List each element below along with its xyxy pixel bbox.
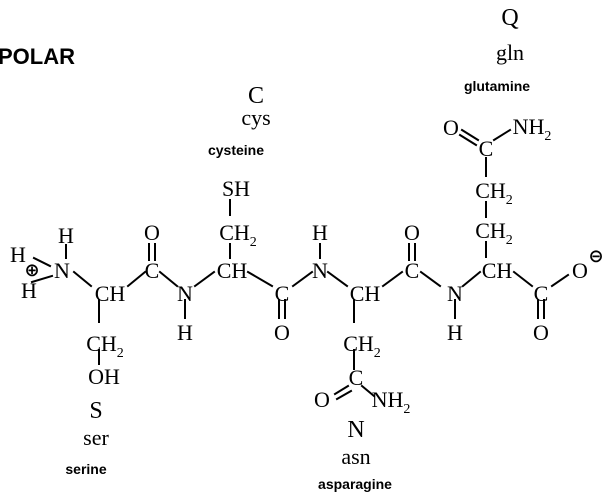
gln-three-letter: gln [496,40,524,65]
atom-ch2: CH2 [86,331,124,361]
atom-h: H [10,242,26,267]
cys-three-letter: cys [241,105,270,130]
ser-one-letter: S [89,398,102,424]
atom-oh: OH [88,364,120,389]
atom-n: N [177,281,193,306]
bond-c2-n3 [291,270,314,288]
atom-ch2: CH2 [475,178,513,208]
atom-o: O [144,220,160,245]
atom-h: H [447,320,463,345]
atom-c: C [349,365,364,390]
asn-one-letter: N [347,417,364,443]
atom-h: H [21,278,37,303]
atom-sh: SH [222,176,250,201]
atom-o: O [404,220,420,245]
asn-three-letter: asn [341,444,370,469]
ser-three-letter: ser [83,425,109,450]
atom-h: H [58,223,74,248]
bond-ca1-c1 [126,270,147,288]
bond-n4-ca4 [461,270,482,288]
bond-n1-ca1 [72,270,93,288]
cys-one-letter: C [248,83,264,109]
bond-cd-ne-gln [492,128,512,142]
atom-ch: CH [350,281,381,306]
atom-o: O [572,258,588,283]
bond-n1-h-left [32,256,52,268]
bond-n3-ca3 [326,270,349,288]
bonds [30,128,570,401]
positive-charge-icon: ⊕ [24,260,39,280]
atom-o: O [533,320,549,345]
atom-nh2: NH2 [372,387,411,417]
atom-ch: CH [217,258,248,283]
atom-c: C [479,136,494,161]
bond-cg-od-asn-a [333,384,350,396]
bond-ca4-c4 [512,270,534,288]
atom-nh2: NH2 [513,114,552,144]
atom-c: C [405,258,420,283]
atom-ch: CH [95,281,126,306]
ser-full-name: serine [65,461,106,477]
bond-cd-oe-gln-b [458,133,478,147]
bond-c4-o-minus [550,273,570,288]
atom-o: O [443,115,459,140]
label-asparagine: N asn asparagine [318,417,392,492]
atom-ch2: CH2 [475,218,513,248]
atom-c: C [275,281,290,306]
atom-n: N [447,281,463,306]
bond-c1-n2 [158,270,179,288]
bond-cg-nd-asn [360,384,376,398]
gln-full-name: glutamine [464,78,530,94]
negative-charge-icon: ⊖ [588,246,603,266]
atom-c: C [534,281,549,306]
label-cysteine: C cys cysteine [208,83,271,158]
bond-c3-n4 [419,270,442,288]
atom-n: N [54,258,70,283]
atom-ch: CH [482,258,513,283]
atom-o: O [314,387,330,412]
bond-n2-ca2 [193,270,216,288]
asn-full-name: asparagine [318,476,392,492]
bond-ca3-c3 [381,270,404,288]
atoms: H H ⊕ N H CH CH2 OH O C N H SH CH2 CH C … [10,114,603,417]
bond-ca2-c2 [246,270,274,288]
cys-full-name: cysteine [208,142,264,158]
atom-h: H [312,220,328,245]
atom-ch2: CH2 [219,220,257,250]
atom-o: O [274,320,290,345]
diagram-title: POLAR [0,44,75,69]
bond-n1-h-bottom [30,274,54,284]
gln-one-letter: Q [501,5,518,31]
atom-c: C [145,258,160,283]
label-serine: S ser serine [65,398,109,477]
bond-cg-od-asn-b [335,389,353,401]
atom-ch2: CH2 [343,331,381,361]
bond-cd-oe-gln-a [460,128,480,142]
atom-n: N [312,258,328,283]
label-glutamine: Q gln glutamine [464,5,530,94]
atom-h: H [177,320,193,345]
